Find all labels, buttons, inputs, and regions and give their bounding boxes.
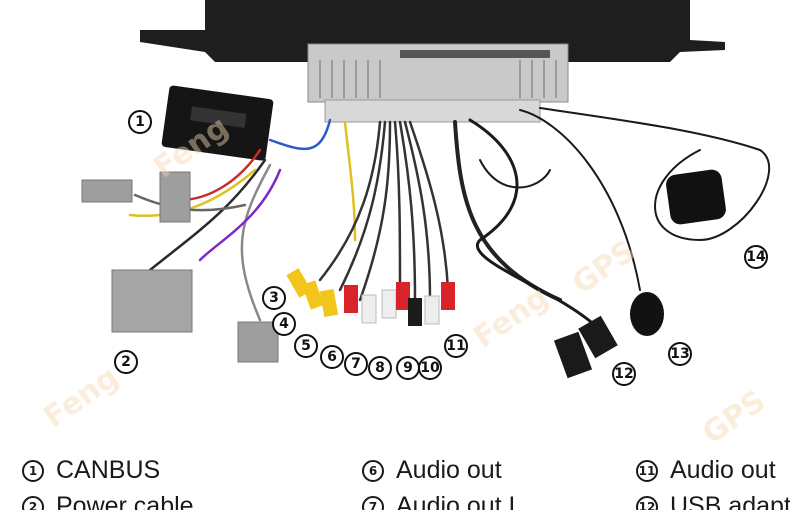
callout-13: 13 <box>668 342 692 366</box>
callout-10: 10 <box>418 356 442 380</box>
legend-item: 11 Audio out <box>636 456 776 485</box>
legend-item: 7 Audio out L <box>362 492 523 510</box>
legend-label: Audio out <box>670 456 776 484</box>
head-unit-label-strip <box>400 50 550 58</box>
rca-yellow-2 <box>301 280 325 310</box>
legend-item: 2 Power cable <box>22 492 194 510</box>
iso-connector <box>111 269 193 333</box>
callout-11: 11 <box>444 334 468 358</box>
legend-badge: 1 <box>22 460 44 482</box>
product-photo: Feng Feng GPS Feng GPS 1 2 3 4 5 6 7 8 9… <box>37 0 772 451</box>
head-unit-fins <box>319 60 557 98</box>
rca-black <box>408 298 422 326</box>
legend-item: 6 Audio out <box>362 456 502 485</box>
legend-label: CANBUS <box>56 456 161 484</box>
legend-badge: 11 <box>636 460 658 482</box>
legend-badge: 12 <box>636 496 658 510</box>
callout-2: 2 <box>114 350 138 374</box>
legend-label: Audio out L <box>396 492 523 510</box>
rca-yellow-3 <box>319 288 339 318</box>
callout-9: 9 <box>396 356 420 380</box>
rca-white-1 <box>361 294 377 324</box>
rca-red-3 <box>441 282 455 310</box>
legend-item: 12 USB adapter <box>636 492 790 510</box>
usb-plug-2 <box>578 315 618 359</box>
callout-12: 12 <box>612 362 636 386</box>
callout-14: 14 <box>744 245 768 269</box>
rca-white-2 <box>381 289 397 319</box>
plug-mid <box>159 171 191 223</box>
rca-red-1 <box>344 285 358 313</box>
legend-label: Power cable <box>56 492 194 510</box>
legend-label: USB adapter <box>670 492 790 510</box>
callout-3: 3 <box>262 286 286 310</box>
dash-housing <box>140 0 725 62</box>
plug-small <box>81 179 133 203</box>
rca-plugs <box>286 268 455 326</box>
rca-red-2 <box>396 282 410 310</box>
usb-plug <box>553 331 593 379</box>
callout-7: 7 <box>344 352 368 376</box>
canbus-box-label <box>190 106 247 128</box>
wiring-harness-illustration <box>81 0 771 379</box>
steering-plug <box>237 321 279 363</box>
legend-badge: 2 <box>22 496 44 510</box>
legend-item: 1 CANBUS <box>22 456 160 485</box>
rca-white-3 <box>424 295 440 325</box>
connector-block <box>324 99 541 123</box>
callout-4: 4 <box>272 312 296 336</box>
legend-badge: 7 <box>362 496 384 510</box>
callout-1: 1 <box>128 110 152 134</box>
legend: 1 CANBUS 2 Power cable 6 Audio out 7 Audio o… <box>0 430 790 510</box>
callout-5: 5 <box>294 334 318 358</box>
callout-6: 6 <box>320 345 344 369</box>
legend-badge: 6 <box>362 460 384 482</box>
gps-antenna <box>666 169 726 225</box>
wire-bundle <box>128 107 771 332</box>
callout-8: 8 <box>368 356 392 380</box>
legend-label: Audio out <box>396 456 502 484</box>
microphone <box>630 292 664 336</box>
